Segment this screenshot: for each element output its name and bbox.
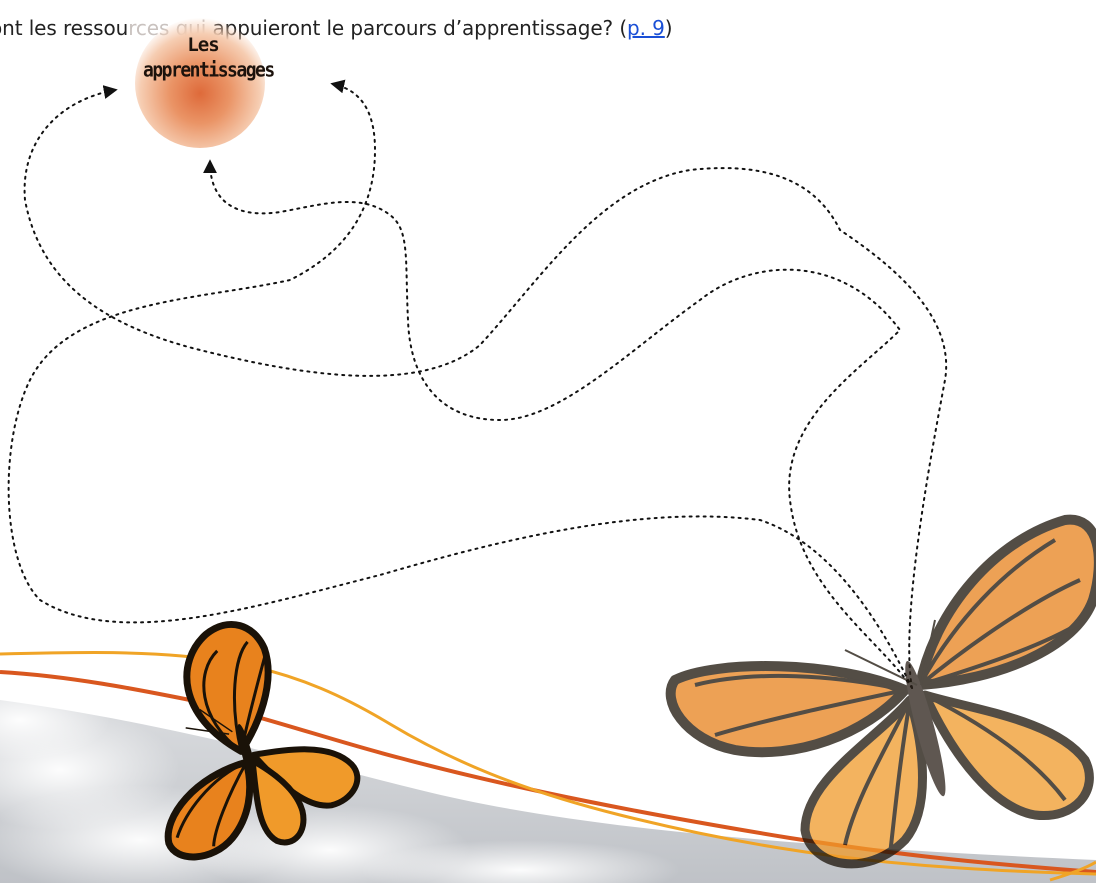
bubble-title-line-2: apprentissages [143,58,275,83]
question-text: ont les ressources qui appuieront le par… [0,16,673,40]
bubble-title-line-1: Les [187,34,219,56]
path-loop-center-arrow [203,159,913,689]
path-loop-right-arrow [23,85,948,689]
butterfly-large-icon [665,514,1096,869]
learning-bubble [135,18,265,148]
learning-bubble-title: Les apprentissages [143,32,275,84]
question-part-2: appuieront le parcours d’apprentissage? … [206,16,628,40]
butterfly-small-icon [164,621,361,861]
question-part-3: ) [664,16,673,40]
question-part-1: ont les ressou [0,16,129,40]
dotted-paths [7,79,948,689]
path-loop-left-arrow [7,79,913,689]
page-link[interactable]: p. 9 [627,16,665,40]
